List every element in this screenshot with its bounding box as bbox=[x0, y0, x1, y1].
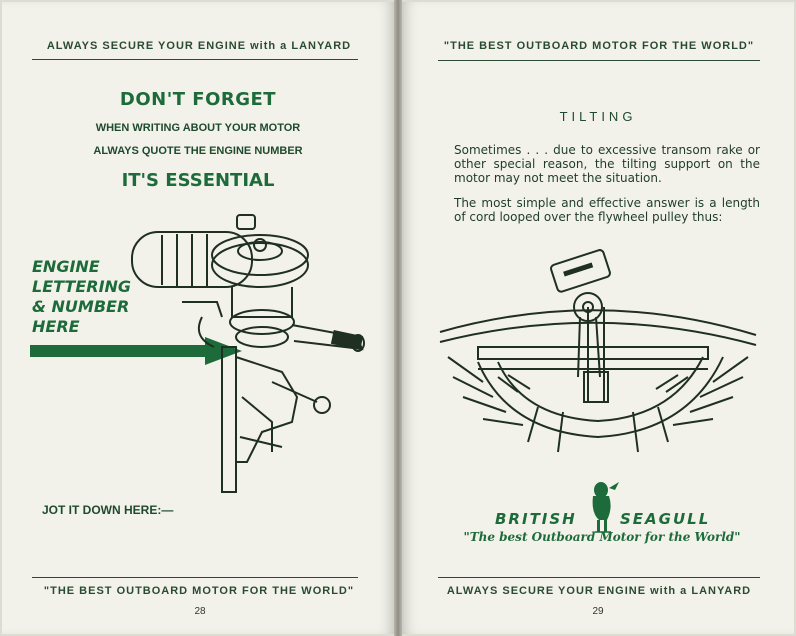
left-running-header: ALWAYS SECURE YOUR ENGINE with a LANYARD bbox=[46, 40, 352, 52]
section-title: TILTING bbox=[559, 109, 637, 124]
instruction-line-1: WHEN WRITING ABOUT YOUR MOTOR bbox=[95, 122, 301, 134]
brand-name: BRITISH SEAGULL bbox=[495, 510, 711, 528]
engine-number-label: ENGINE LETTERING & NUMBER HERE bbox=[32, 257, 132, 336]
seagull-logo-icon bbox=[592, 482, 619, 533]
book-spine bbox=[394, 0, 402, 636]
page-number-right: 29 bbox=[592, 606, 604, 617]
header-rule bbox=[438, 60, 760, 61]
boat-transom-illustration bbox=[439, 249, 757, 453]
paragraph-1: Sometimes . . . due to excessive transom… bbox=[454, 143, 760, 185]
footer-rule bbox=[438, 577, 760, 578]
jot-it-down-label: JOT IT DOWN HERE:— bbox=[42, 503, 174, 517]
header-rule bbox=[32, 59, 358, 60]
right-page: "THE BEST OUTBOARD MOTOR FOR THE WORLD" … bbox=[402, 2, 794, 634]
left-page: ALWAYS SECURE YOUR ENGINE with a LANYARD… bbox=[2, 2, 394, 634]
brand-slogan: "The best Outboard Motor for the World" bbox=[463, 530, 741, 544]
footer-rule bbox=[32, 577, 358, 578]
page-number-left: 28 bbox=[194, 606, 206, 617]
right-running-header: "THE BEST OUTBOARD MOTOR FOR THE WORLD" bbox=[443, 40, 755, 52]
headline: DON'T FORGET bbox=[119, 89, 277, 110]
instruction-line-2: ALWAYS QUOTE THE ENGINE NUMBER bbox=[93, 145, 303, 157]
outboard-motor-illustration bbox=[131, 214, 365, 493]
left-running-footer: "THE BEST OUTBOARD MOTOR FOR THE WORLD" bbox=[43, 585, 355, 597]
right-running-footer: ALWAYS SECURE YOUR ENGINE with a LANYARD bbox=[446, 585, 752, 597]
paragraph-2: The most simple and effective answer is … bbox=[454, 196, 760, 224]
emphasis-line: IT'S ESSENTIAL bbox=[121, 170, 275, 191]
arrow-icon bbox=[30, 337, 242, 365]
